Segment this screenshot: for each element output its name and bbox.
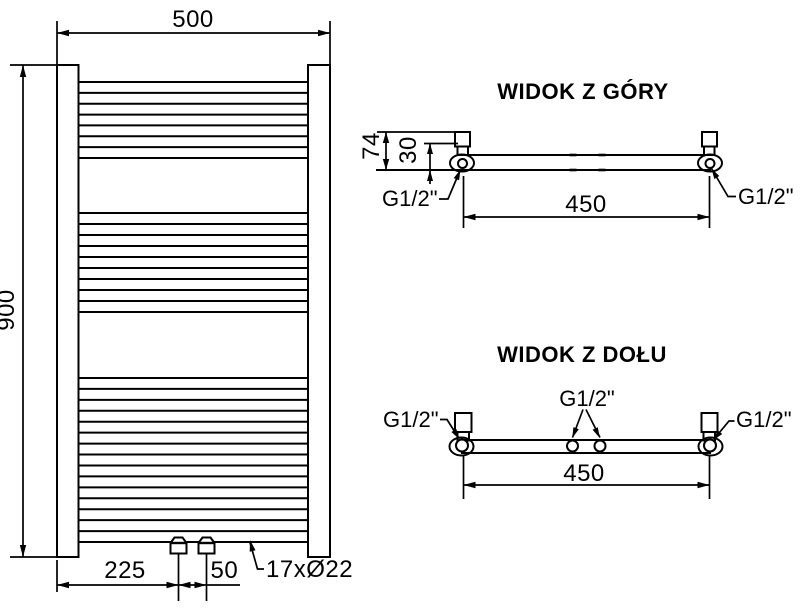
arrowhead	[19, 65, 27, 77]
center-connection-port	[566, 439, 579, 453]
arrowhead	[592, 427, 600, 438]
arrowhead	[19, 545, 27, 557]
width-dimension-text: 500	[172, 6, 214, 33]
top-span-dimension: 450	[462, 176, 711, 228]
tube-count-text: 17xØ22	[266, 556, 353, 583]
arrowhead	[463, 213, 476, 221]
hidden-connection-mark	[569, 153, 577, 157]
wall-bracket	[454, 412, 473, 433]
connection-port	[455, 438, 469, 453]
collector-end-cap	[697, 436, 724, 457]
connection-label: G1/2"	[559, 386, 615, 411]
span-dimension-text: 450	[565, 191, 607, 218]
offset-dimension-text: 225	[104, 557, 146, 584]
arrowhead	[697, 481, 710, 489]
leader-line	[710, 168, 736, 198]
connection-port	[703, 438, 717, 453]
hidden-connection-mark	[598, 153, 606, 157]
front-width-dimension: 500	[56, 6, 331, 64]
span-dimension-text: 450	[563, 460, 605, 487]
collector-dimension: 30	[395, 136, 458, 184]
bottom-valves	[169, 536, 216, 601]
arrowhead	[382, 159, 390, 170]
arrowhead	[382, 132, 390, 143]
collector-dimension-text: 30	[395, 136, 422, 164]
collector-end-cap	[448, 436, 475, 457]
bottom-span-dimension: 450	[462, 456, 711, 499]
wall-bracket	[701, 131, 718, 148]
depth-dimension-text: 74	[358, 132, 385, 160]
bottom-center-connection-callout: G1/2"	[559, 386, 615, 438]
valve-connection	[169, 536, 188, 555]
arrowhead	[463, 481, 476, 489]
height-dimension-text: 900	[0, 289, 20, 331]
front-view: 500 900	[0, 6, 353, 601]
top-view-title: WIDOK Z GÓRY	[497, 79, 668, 104]
radiator-body	[56, 64, 331, 558]
arrowhead	[318, 29, 330, 37]
tube-rungs	[78, 81, 309, 543]
right-collector-rail	[307, 64, 331, 558]
tube-count-callout: 17xØ22	[249, 540, 353, 583]
arrowhead	[427, 143, 433, 154]
bottom-right-connection-callout: G1/2"	[713, 407, 792, 441]
arrowhead	[427, 170, 433, 181]
arrowhead	[178, 581, 191, 589]
top-left-connection-callout: G1/2"	[382, 169, 462, 211]
connection-label: G1/2"	[738, 184, 794, 209]
arrowhead	[453, 169, 461, 181]
connection-port	[457, 158, 468, 169]
arrowhead	[249, 540, 256, 552]
spacing-dimension-text: 50	[211, 557, 239, 584]
front-bottom-dimensions: 225 50	[56, 557, 240, 592]
arrowhead	[57, 29, 69, 37]
collector-end-cap	[449, 153, 475, 173]
depth-dimension: 74	[358, 131, 455, 170]
arrowhead	[572, 427, 579, 438]
center-connection-port	[593, 439, 607, 453]
arrowhead	[57, 581, 69, 589]
connection-label: G1/2"	[383, 407, 439, 432]
leader-line	[439, 169, 462, 200]
collector-end-cap	[697, 153, 723, 173]
arrowhead	[166, 581, 179, 589]
connection-port	[704, 158, 716, 169]
top-right-connection-callout: G1/2"	[710, 168, 794, 209]
valve-connection	[197, 536, 216, 555]
bottom-view: WIDOK Z DOŁU G1/2" G1/2"	[383, 342, 792, 499]
connection-label: G1/2"	[382, 186, 438, 211]
arrowhead	[451, 428, 460, 440]
connection-label: G1/2"	[736, 407, 792, 432]
bottom-view-title: WIDOK Z DOŁU	[497, 342, 667, 367]
arrowhead	[194, 581, 207, 589]
hidden-connection-mark	[598, 168, 606, 172]
arrowhead	[711, 168, 720, 179]
left-collector-rail	[56, 64, 80, 558]
leader-line	[249, 542, 264, 570]
arrowhead	[697, 213, 710, 221]
bottom-left-connection-callout: G1/2"	[383, 407, 460, 440]
top-view: WIDOK Z GÓRY 74 30	[358, 79, 794, 228]
wall-bracket	[700, 412, 719, 433]
front-height-dimension: 900	[0, 64, 57, 558]
hidden-connection-mark	[569, 168, 577, 172]
arrowhead	[713, 430, 723, 441]
